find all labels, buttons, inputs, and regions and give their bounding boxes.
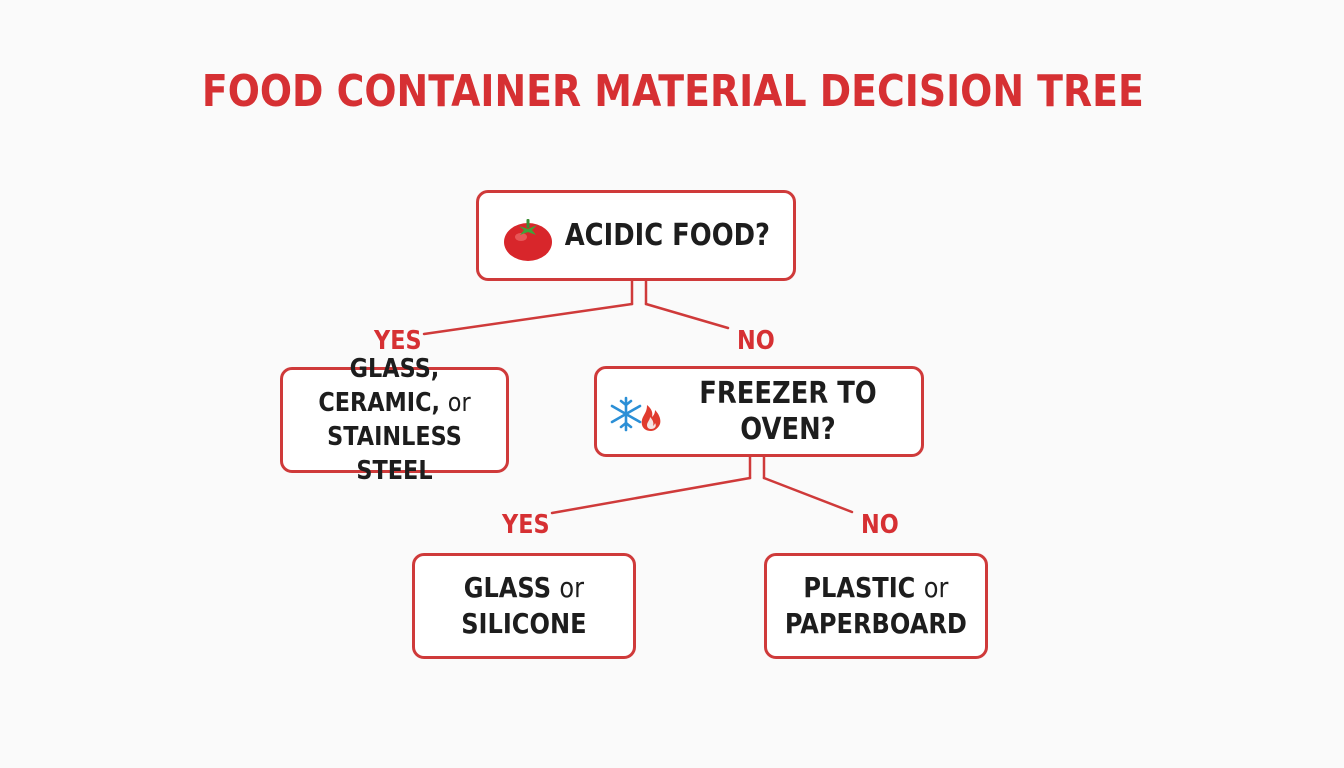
branch-label-freezer-no: NO [861,510,899,540]
node-plastic-or: or [923,571,949,604]
branch-label-freezer-yes: YES [502,510,550,540]
node-glass-ceramic-line1: GLASS, CERAMIC, [318,354,448,418]
connector-acidic-yes [422,302,634,336]
node-freezer-label: FREEZER TO OVEN? [699,375,877,447]
node-plastic-line1: PLASTIC [803,571,924,604]
node-glass-ceramic-steel: GLASS, CERAMIC, or STAINLESS STEEL [280,354,509,486]
connector-acidic-no [644,302,730,330]
node-glass-silicone-line2: SILICONE [461,607,587,640]
snowflake-flame-icon [609,395,665,433]
node-freezer-to-oven: FREEZER TO OVEN? [594,366,924,457]
node-glass-silicone-or: or [559,571,585,604]
branch-label-acidic-no: NO [737,326,775,356]
node-plastic-paperboard: PLASTIC or PAPERBOARD [764,553,988,659]
page-title: FOOD CONTAINER MATERIAL DECISION TREE [201,66,1144,117]
node-glass-silicone-line1: GLASS [463,571,560,604]
connector-freezer-no [762,476,854,514]
node-glass-silicone: GLASS or SILICONE [412,553,636,659]
node-glass-ceramic-or: or [447,388,471,418]
node-glass-ceramic-line2: STAINLESS STEEL [327,422,462,486]
branch-label-acidic-yes: YES [374,326,422,356]
node-acidic-food-label: ACIDIC FOOD? [564,217,770,253]
tomato-icon [501,211,555,265]
node-plastic-line2: PAPERBOARD [784,607,968,640]
node-acidic-food: ACIDIC FOOD? [476,190,796,281]
connector-freezer-yes [550,476,752,515]
